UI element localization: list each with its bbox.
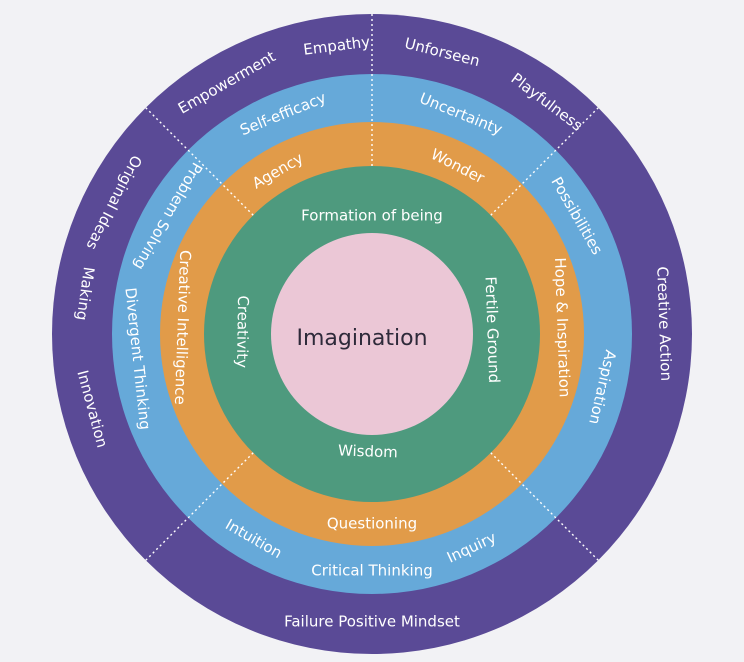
center-label: Imagination [296, 326, 427, 351]
green-ring-label: Creativity [233, 295, 252, 368]
orange-ring-label: Hope & Inspiration [551, 257, 574, 398]
green-ring-label: Fertile Ground [482, 276, 504, 383]
outer-ring-label: Failure Positive Mindset [284, 613, 460, 631]
orange-ring-label: Creative Intelligence [171, 250, 194, 405]
sector-divider-2 [490, 452, 599, 561]
outer-ring-label: Creative Action [653, 266, 675, 381]
sector-divider-3 [145, 452, 254, 561]
green-ring-label: Wisdom [338, 441, 398, 461]
orange-ring-label: Questioning [327, 515, 417, 533]
center-circle [271, 233, 473, 435]
blue-ring-label: Critical Thinking [311, 562, 432, 580]
green-ring-label: Formation of being [301, 207, 443, 225]
sector-divider-1 [490, 107, 599, 216]
sector-divider-4 [145, 107, 254, 216]
sector-dividers [145, 14, 599, 561]
